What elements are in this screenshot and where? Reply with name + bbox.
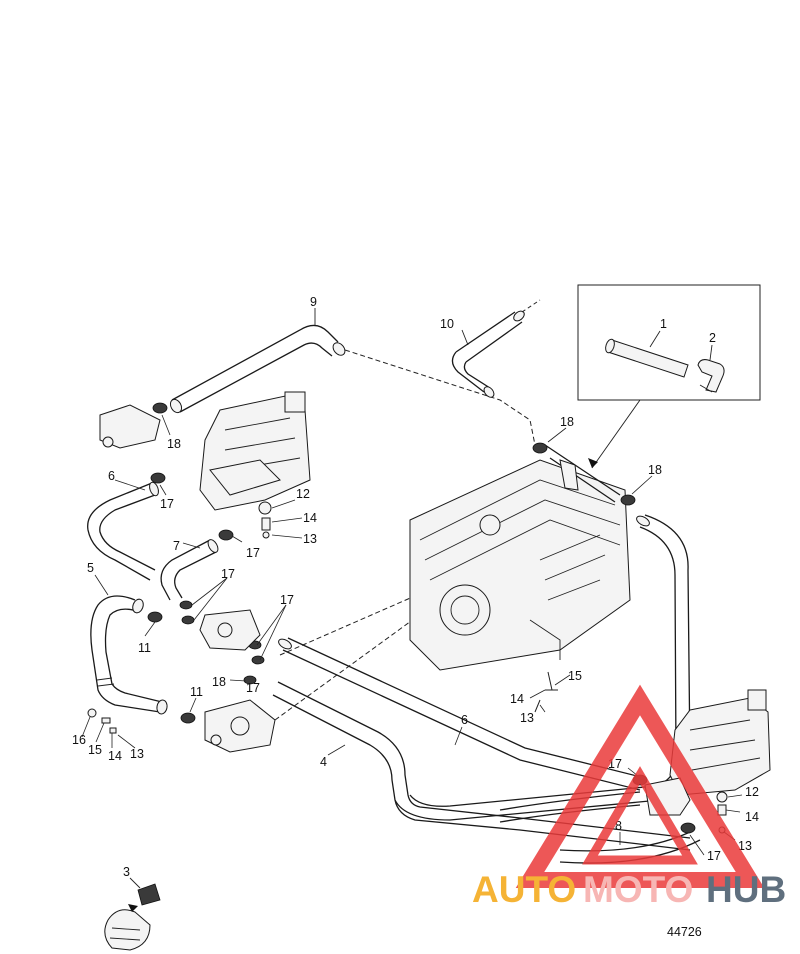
- callout-15-left: 15: [88, 743, 102, 757]
- callout-14-right: 14: [745, 810, 759, 824]
- callout-13-left-lower: 13: [130, 747, 144, 761]
- callout-14-left-upper: 14: [303, 511, 317, 525]
- watermark-logo: AUTO MOTO HUB: [472, 684, 786, 910]
- callout-7: 7: [173, 539, 180, 553]
- callout-17-e: 17: [246, 681, 260, 695]
- callout-18-d: 18: [212, 675, 226, 689]
- hose-7: [160, 539, 219, 601]
- callout-18-b: 18: [560, 415, 574, 429]
- part-3-cap: [104, 883, 161, 951]
- callout-18-a: 18: [167, 437, 181, 451]
- hose-8: [278, 637, 701, 864]
- callout-13-left-upper: 13: [303, 532, 317, 546]
- callout-13-middle: 13: [520, 711, 534, 725]
- callout-11-lower: 11: [190, 685, 203, 699]
- callout-6-left: 6: [108, 469, 115, 483]
- hose-5: [90, 595, 168, 715]
- callout-2: 2: [709, 331, 716, 345]
- callout-9: 9: [310, 295, 317, 309]
- callout-10: 10: [440, 317, 454, 331]
- callout-5: 5: [87, 561, 94, 575]
- callout-8: 8: [615, 819, 622, 833]
- leader-lines: [81, 414, 743, 856]
- callout-3: 3: [123, 865, 130, 879]
- dashed-link-9: [344, 349, 536, 446]
- callout-12-left: 12: [296, 487, 310, 501]
- callout-17-b: 17: [246, 546, 260, 560]
- water-pump: [204, 699, 276, 753]
- callout-17-a: 17: [160, 497, 174, 511]
- callout-18-c: 18: [648, 463, 662, 477]
- pump-middle: [199, 609, 261, 651]
- callout-14-middle: 14: [510, 692, 524, 706]
- watermark-hub: HUB: [706, 869, 786, 910]
- callout-15-middle: 15: [568, 669, 582, 683]
- callout-4: 4: [320, 755, 327, 769]
- part-1-tube: [605, 338, 689, 378]
- callout-17-d: 17: [280, 593, 294, 607]
- callout-13-right: 13: [738, 839, 752, 853]
- part-2-clamp: [697, 359, 725, 393]
- watermark-moto: MOTO: [583, 869, 693, 910]
- callout-17-c: 17: [221, 567, 235, 581]
- watermark-auto: AUTO: [472, 869, 576, 910]
- manifold-right: [669, 689, 771, 796]
- hose-10: [451, 310, 525, 398]
- figure-number: 44726: [667, 925, 702, 939]
- triangle-logo-icon: [515, 684, 765, 888]
- hose-9: [169, 324, 346, 414]
- callout-6-right: 6: [461, 713, 468, 727]
- thermostat-housing-left: [99, 404, 161, 449]
- manifold-left: [199, 391, 311, 511]
- arrow-head-icon: [588, 458, 598, 468]
- inset-box: [577, 284, 761, 401]
- hose-4: [272, 681, 691, 851]
- callout-12-right: 12: [745, 785, 759, 799]
- hose-6-left: [87, 481, 159, 581]
- callout-11-upper: 11: [138, 641, 151, 655]
- callout-17-g: 17: [707, 849, 721, 863]
- callout-1: 1: [660, 317, 667, 331]
- callout-14-left-lower: 14: [108, 749, 122, 763]
- engine-block: [409, 459, 631, 671]
- callout-16: 16: [72, 733, 86, 747]
- callout-labels: 1 2 3 4 5 6 6 7 8 9 10 11 11 12 12 13 13…: [72, 295, 759, 879]
- tube-right-upper: [532, 442, 636, 506]
